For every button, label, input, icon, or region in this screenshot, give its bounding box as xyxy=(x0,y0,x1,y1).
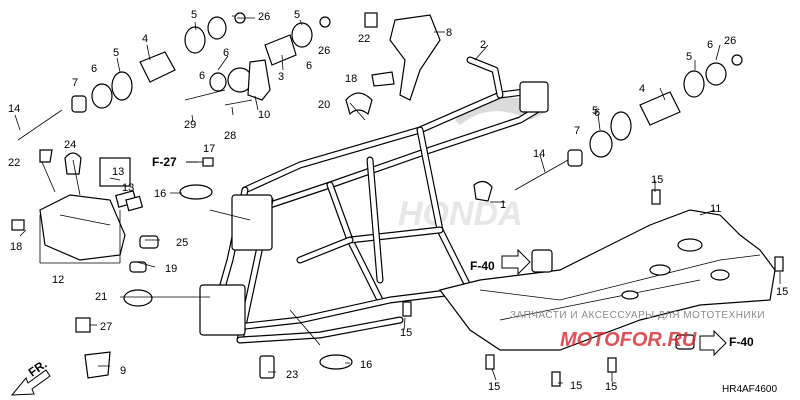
callout-16-a: 16 xyxy=(154,188,166,200)
left-bushings-group[interactable] xyxy=(17,12,331,141)
callout-2: 2 xyxy=(480,39,486,51)
misc-small-parts[interactable] xyxy=(11,149,784,387)
callout-11: 11 xyxy=(710,203,721,215)
ref-f27-group[interactable]: F-27 xyxy=(152,155,198,169)
callout-27: 27 xyxy=(100,321,112,333)
callout-7-left: 7 xyxy=(72,77,78,89)
callout-5-right2: 5 xyxy=(592,105,598,117)
watermark-tagline: ЗАПЧАСТИ И АКСЕССУАРЫ ДЛЯ МОТОТЕХНИКИ xyxy=(510,310,765,321)
callout-16-b: 16 xyxy=(360,359,372,371)
callout-26-top: 26 xyxy=(258,11,270,23)
callout-18-left: 18 xyxy=(10,241,22,253)
honda-watermark-text: HONDA xyxy=(398,195,523,233)
callout-4-right: 4 xyxy=(639,83,645,95)
callout-19: 19 xyxy=(165,263,177,275)
callout-15-d: 15 xyxy=(488,381,500,393)
callout-13-b: 13 xyxy=(122,182,134,194)
callout-10: 10 xyxy=(258,109,270,121)
callout-8: 8 xyxy=(446,27,452,39)
callout-14-left: 14 xyxy=(8,103,20,115)
callout-22-left: 22 xyxy=(8,157,20,169)
ref-f40-left-label: F-40 xyxy=(470,259,495,273)
callout-15-a: 15 xyxy=(651,174,663,186)
diagram-code: HR4AF4600 xyxy=(722,384,777,395)
callout-15-c: 15 xyxy=(400,327,412,339)
callout-22-top: 22 xyxy=(358,33,370,45)
callout-23: 23 xyxy=(286,369,298,381)
callout-12: 12 xyxy=(52,274,64,286)
ref-f40-right-label: F-40 xyxy=(729,335,754,349)
callout-15-f: 15 xyxy=(605,381,617,393)
callout-20: 20 xyxy=(318,99,330,111)
right-bushings-group[interactable] xyxy=(514,54,743,191)
callout-6-left: 6 xyxy=(91,63,97,75)
callout-6-mid2: 6 xyxy=(306,60,312,72)
callout-6-top: 6 xyxy=(223,47,229,59)
callout-5-mid: 5 xyxy=(294,9,300,21)
callout-7-right: 7 xyxy=(574,125,580,137)
main-frame[interactable] xyxy=(199,56,549,344)
bracket-top-assembly[interactable] xyxy=(345,12,441,116)
callout-26-right: 26 xyxy=(724,35,736,47)
band-clamps[interactable] xyxy=(179,184,353,370)
callout-18-top: 18 xyxy=(345,73,357,85)
callout-24: 24 xyxy=(64,139,76,151)
callout-13-a: 13 xyxy=(112,166,124,178)
site-watermark: ЗАПЧАСТИ И АКСЕССУАРЫ ДЛЯ МОТОТЕХНИКИ MO… xyxy=(510,310,765,351)
callout-28: 28 xyxy=(224,130,236,142)
ref-f40-left-group[interactable]: F-40 xyxy=(470,248,531,276)
callout-29: 29 xyxy=(184,119,196,131)
callout-21: 21 xyxy=(95,291,107,303)
callout-6-mid: 6 xyxy=(199,70,205,82)
engine-mount-left-assembly[interactable] xyxy=(39,157,144,261)
callout-5-left: 5 xyxy=(113,47,119,59)
watermark-brand: MOTOFOR.RU xyxy=(560,329,697,351)
ref-f40-right-group[interactable]: F-40 xyxy=(699,329,754,357)
callout-5-right: 5 xyxy=(686,51,692,63)
ref-f27-label: F-27 xyxy=(152,155,177,169)
leader-lines xyxy=(14,15,781,384)
callout-26-mid: 26 xyxy=(318,45,330,57)
callout-labels: 1 2 3 4 4 5 5 5 5 5 6 6 6 6 6 6 7 7 8 9 … xyxy=(8,9,788,393)
callout-14-right: 14 xyxy=(533,148,545,160)
callout-4-left: 4 xyxy=(142,33,148,45)
callout-17: 17 xyxy=(203,143,215,155)
callout-1: 1 xyxy=(500,199,506,211)
skid-plate[interactable] xyxy=(438,209,776,351)
callout-6-right: 6 xyxy=(707,39,713,51)
callout-25: 25 xyxy=(176,237,188,249)
callout-3: 3 xyxy=(278,71,284,83)
front-direction-indicator: FR. xyxy=(10,357,51,396)
callout-15-b: 15 xyxy=(776,286,788,298)
callout-15-e: 15 xyxy=(570,380,582,392)
callout-5-top: 5 xyxy=(191,9,197,21)
callout-9: 9 xyxy=(120,365,126,377)
callout-6-right2: 6 xyxy=(594,107,600,119)
